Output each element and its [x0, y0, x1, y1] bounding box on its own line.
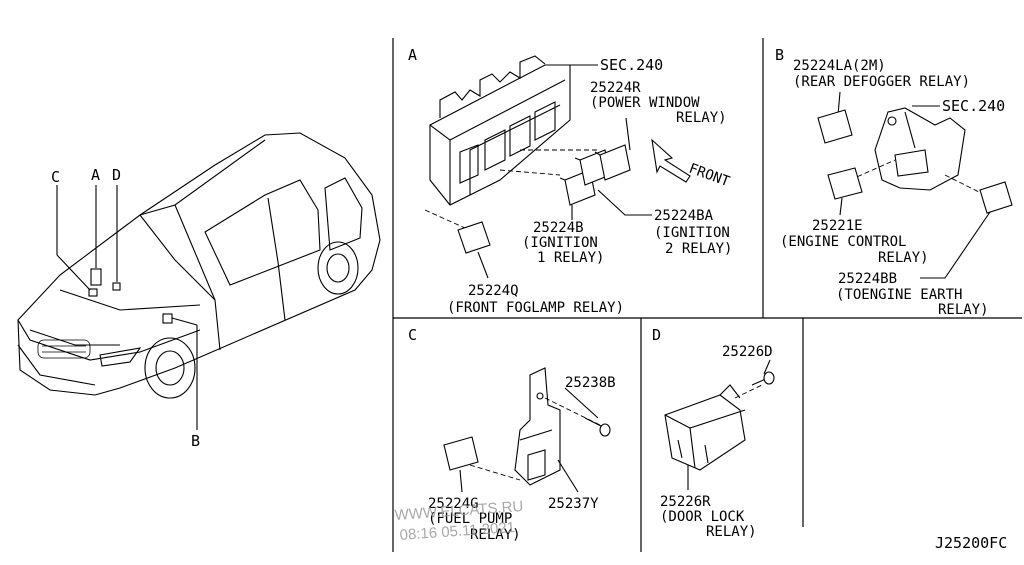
- door-lock-line1: (DOOR LOCK: [660, 509, 745, 525]
- engine-control-line1: (ENGINE CONTROL: [780, 234, 906, 250]
- ignition2-line2: 2 RELAY): [665, 241, 732, 257]
- ignition1-line2: 1 RELAY): [537, 250, 604, 266]
- power-window-line2: RELAY): [676, 110, 727, 126]
- bolt-c-number: 25238B: [565, 375, 616, 391]
- rear-defogger-number: 25224LA(2M): [793, 58, 886, 74]
- rear-defogger-line1: (REAR DEFOGGER RELAY): [793, 74, 970, 90]
- engine-earth-relay: [979, 181, 1013, 214]
- ignition2-number: 25224BA: [654, 208, 714, 224]
- foglamp-dash-line: [424, 209, 466, 229]
- ignition-dash-line: [499, 169, 561, 176]
- foglamp-relay: [457, 221, 491, 254]
- rear-defogger-relay: [817, 109, 853, 144]
- panel-b-letter: B: [775, 46, 784, 64]
- foglamp-leader: [477, 251, 489, 279]
- front-label: FRONT: [687, 161, 733, 191]
- engine-earth-line2: RELAY): [938, 302, 989, 318]
- sec-b-label: SEC.240: [942, 97, 1005, 115]
- rear-defogger-leader: [837, 91, 841, 116]
- power-window-line1: (POWER WINDOW: [590, 95, 700, 111]
- fuel-pump-line2: RELAY): [470, 527, 521, 543]
- fuel-pump-dash-line: [469, 464, 521, 481]
- bracket-b-illustration: [874, 107, 966, 191]
- engine-control-relay: [827, 167, 863, 200]
- bolt-d-leader: [763, 359, 771, 375]
- ignition1-number: 25224B: [533, 220, 584, 236]
- front-arrow: [651, 138, 691, 183]
- engine-control-line2: RELAY): [878, 250, 929, 266]
- ignition1-line1: (IGNITION: [522, 235, 598, 251]
- car-illustration: [17, 132, 381, 430]
- engine-control-leader: [839, 197, 843, 216]
- fuel-pump-number: 25224G: [428, 496, 479, 512]
- ignition2-leader: [597, 189, 652, 216]
- power-window-number: 25224R: [590, 80, 641, 96]
- power-window-leader: [625, 117, 631, 151]
- door-lock-line2: RELAY): [706, 524, 757, 540]
- door-lock-number: 25226R: [660, 494, 711, 510]
- bolt-c-leader: [564, 387, 599, 419]
- relay-box-illustration: [429, 55, 631, 206]
- fuel-pump-leader: [459, 469, 463, 493]
- fuel-pump-line1: (FUEL PUMP: [428, 511, 512, 527]
- door-lock-illustration: [664, 384, 746, 471]
- panel-c-letter: C: [408, 326, 417, 344]
- engine-earth-leader: [920, 211, 991, 279]
- bolt-d-number: 25226D: [722, 344, 773, 360]
- panel-a-letter: A: [408, 46, 417, 64]
- bolt-d-dash-line: [734, 384, 763, 399]
- bracket-c-number: 25237Y: [548, 496, 599, 512]
- engine-earth-line1: (TOENGINE EARTH: [836, 287, 962, 303]
- panel-frames: [392, 38, 1022, 552]
- foglamp-number: 25224Q: [468, 283, 519, 299]
- sec-a-label: SEC.240: [600, 56, 663, 74]
- bracket-c-leader: [557, 459, 579, 493]
- car-callout-d: D: [112, 166, 121, 184]
- car-callout-c: C: [51, 168, 60, 186]
- bolt-c: [584, 417, 611, 437]
- car-callout-b: B: [191, 432, 200, 450]
- engine-control-number: 25221E: [812, 218, 863, 234]
- diagram-code: J25200FC: [935, 534, 1007, 552]
- fuel-pump-relay: [443, 436, 479, 471]
- foglamp-line1: (FRONT FOGLAMP RELAY): [447, 300, 624, 316]
- bracket-c-illustration: [514, 367, 561, 486]
- car-callout-a: A: [91, 166, 100, 184]
- bolt-d: [751, 371, 775, 386]
- engine-earth-number: 25224BB: [838, 271, 897, 287]
- ignition2-line1: (IGNITION: [654, 225, 730, 241]
- panel-d-letter: D: [652, 326, 661, 344]
